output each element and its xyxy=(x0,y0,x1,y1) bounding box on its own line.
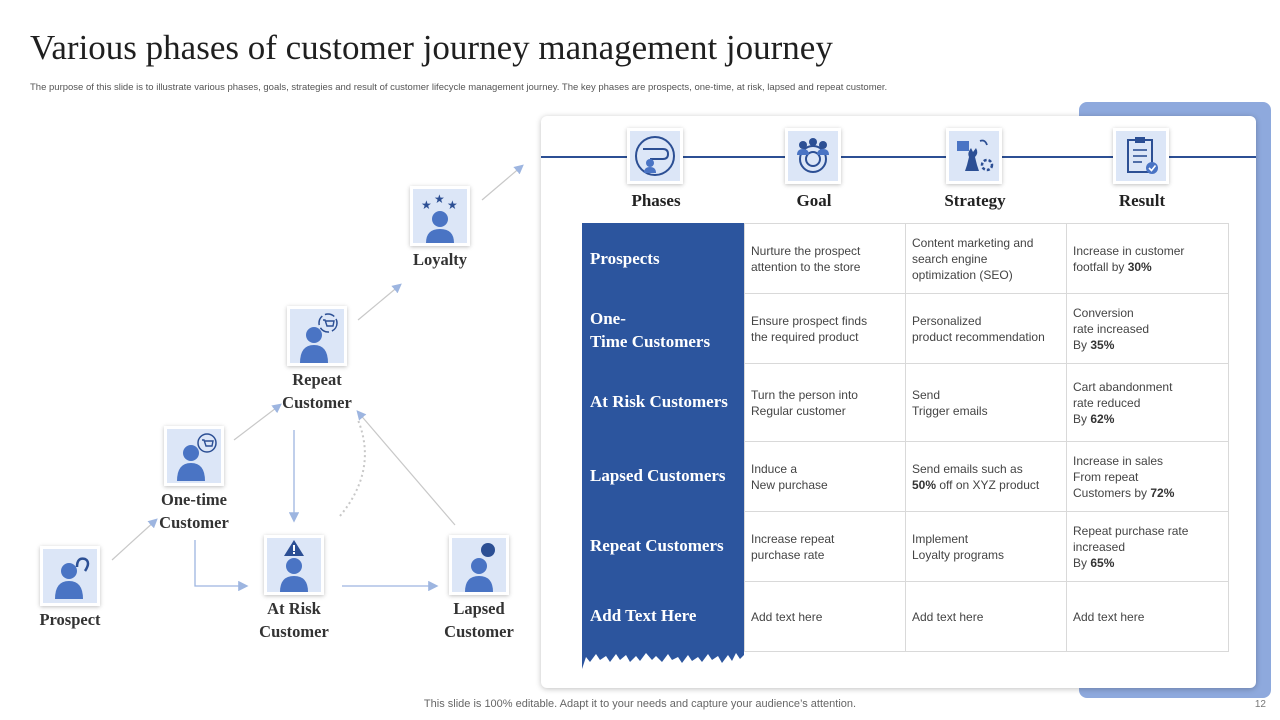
cell-result-add-text: Add text here xyxy=(1066,581,1229,652)
node-label-lapsed-line1: Lapsed xyxy=(453,599,505,618)
phase-label-lapsed: Lapsed Customers xyxy=(590,466,726,485)
node-label-lapsed-line2: Customer xyxy=(444,622,514,641)
arrow-onetime-to-atrisk xyxy=(194,540,249,592)
slide-title: Various phases of customer journey manag… xyxy=(30,28,833,67)
user-return-icon xyxy=(40,546,100,606)
column-header-result: Result xyxy=(1118,191,1166,210)
node-label-repeat-line1: Repeat xyxy=(292,370,342,389)
arrow-loyalty-out xyxy=(481,164,524,201)
column-header-goal: Goal xyxy=(796,191,832,210)
node-label-one-time-line1: One-time xyxy=(161,490,227,509)
phase-column: Prospects One- Time Customers At Risk Cu… xyxy=(582,223,744,669)
phase-label-repeat: Repeat Customers xyxy=(590,536,724,555)
node-label-one-time-line2: Customer xyxy=(159,513,229,532)
user-dot-icon xyxy=(449,535,509,595)
dotted-arc-atrisk-repeat xyxy=(339,419,366,517)
slide-subtitle: The purpose of this slide is to illustra… xyxy=(30,82,888,93)
journey-path-icon xyxy=(627,128,683,184)
arrow-lapsed-to-repeat xyxy=(356,410,456,526)
node-label-at-risk-line1: At Risk xyxy=(267,599,321,618)
node-label-prospect: Prospect xyxy=(39,610,101,629)
column-header-strategy: Strategy xyxy=(944,191,1006,210)
svg-text:★: ★ xyxy=(434,192,445,206)
arrow-onetime-to-repeat xyxy=(233,403,282,441)
header-timeline-line xyxy=(541,156,1256,158)
user-cart-repeat-icon xyxy=(287,306,347,366)
checklist-icon xyxy=(1113,128,1169,184)
phase-column-background xyxy=(582,223,744,669)
phase-label-add-text: Add Text Here xyxy=(590,606,697,625)
journey-connectors xyxy=(111,164,524,592)
svg-text:★: ★ xyxy=(421,198,432,212)
slide-footer: This slide is 100% editable. Adapt it to… xyxy=(423,698,857,710)
user-stars-icon: ★ ★ ★ xyxy=(410,186,470,246)
cell-strategy-add-text: Add text here xyxy=(905,581,1067,652)
arrow-prospect-to-onetime xyxy=(111,518,158,561)
phase-label-prospects: Prospects xyxy=(590,249,660,268)
svg-text:★: ★ xyxy=(447,198,458,212)
user-warning-icon xyxy=(264,535,324,595)
arrow-repeat-to-loyalty xyxy=(357,283,402,321)
node-label-at-risk-line2: Customer xyxy=(259,622,329,641)
user-cart-icon xyxy=(164,426,224,486)
phase-label-at-risk: At Risk Customers xyxy=(590,392,728,411)
node-label-loyalty: Loyalty xyxy=(412,250,468,269)
node-label-repeat-line2: Customer xyxy=(282,393,352,412)
phase-label-one-time: One- Time Customers xyxy=(590,309,711,351)
team-target-icon xyxy=(785,128,841,184)
column-header-phases: Phases xyxy=(631,191,681,210)
page-number: 12 xyxy=(1254,699,1266,710)
chess-strategy-icon xyxy=(946,128,1002,184)
cell-goal-add-text: Add text here xyxy=(744,581,906,652)
